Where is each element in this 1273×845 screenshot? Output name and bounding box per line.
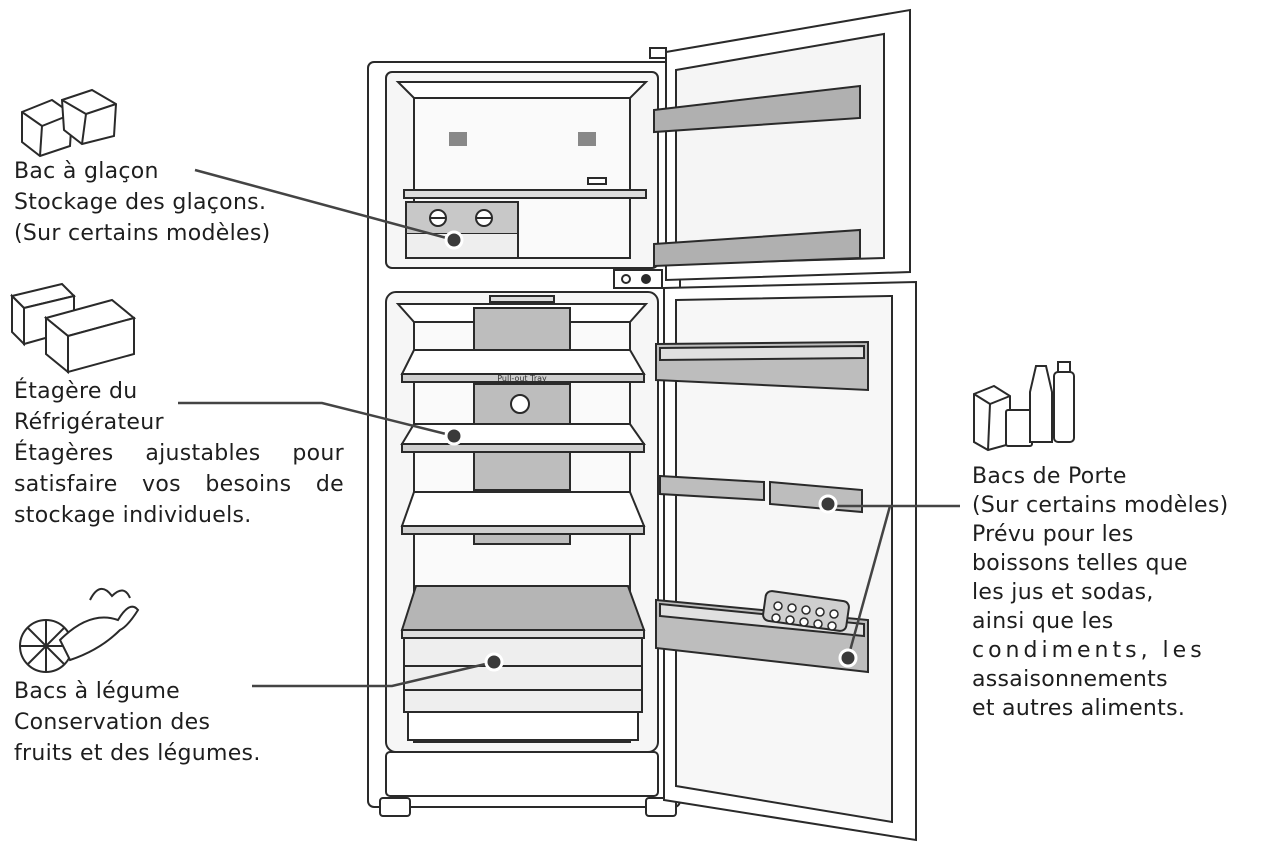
callout-door-bins-line-3: boissons telles que	[972, 549, 1229, 578]
callout-door-bins-line-8: et autres aliments.	[972, 694, 1229, 723]
callout-door-bins: Bacs de Porte (Sur certains modèles) Pré…	[972, 462, 1229, 723]
callout-ice-tray-title: Bac à glaçon	[14, 156, 271, 187]
dot-ice-tray	[446, 232, 462, 248]
ice-tray	[406, 202, 518, 234]
drinks-cartons-icon	[974, 362, 1074, 450]
callout-fridge-shelf-line-2: Réfrigérateur	[14, 407, 344, 438]
dot-door-bin-middle	[820, 496, 836, 512]
dot-fridge-shelf	[446, 428, 462, 444]
callout-fridge-shelf-line-3: Étagères ajustables pour	[14, 438, 344, 469]
storage-boxes-icon	[12, 284, 134, 372]
callout-door-bins-line-1: (Sur certains modèles)	[972, 491, 1229, 520]
callout-fridge-shelf-line-5: stockage individuels.	[14, 500, 344, 531]
fridge-shelf-2	[402, 444, 644, 452]
ice-cubes-icon	[22, 90, 116, 156]
callout-ice-tray-line-2: (Sur certains modèles)	[14, 218, 271, 249]
dot-door-bin-bottom	[840, 650, 856, 666]
callout-door-bins-line-2: Prévu pour les	[972, 520, 1229, 549]
callout-crisper: Bacs à légume Conservation des fruits et…	[14, 676, 261, 769]
callout-fridge-shelf-line-1: Étagère du	[14, 376, 344, 407]
callout-fridge-shelf-line-4: satisfaire vos besoins de	[14, 469, 344, 500]
callout-crisper-line-2: fruits et des légumes.	[14, 738, 261, 769]
callout-fridge-shelf: Étagère du Réfrigérateur Étagères ajusta…	[14, 376, 344, 531]
callout-door-bins-title: Bacs de Porte	[972, 462, 1229, 491]
crisper-cover	[402, 586, 644, 630]
callout-door-bins-line-5: ainsi que les	[972, 607, 1229, 636]
callout-crisper-line-1: Conservation des	[14, 707, 261, 738]
dot-crisper	[486, 654, 502, 670]
callout-crisper-title: Bacs à légume	[14, 676, 261, 707]
callout-door-bins-line-4: les jus et sodas,	[972, 578, 1229, 607]
callout-ice-tray: Bac à glaçon Stockage des glaçons. (Sur …	[14, 156, 271, 249]
callout-door-bins-line-6: condiments, les	[972, 636, 1229, 665]
callout-ice-tray-line-1: Stockage des glaçons.	[14, 187, 271, 218]
fridge-shelf-3	[402, 526, 644, 534]
tray-label: Pull-out Tray	[497, 374, 547, 383]
callout-door-bins-line-7: assaisonnements	[972, 665, 1229, 694]
vegetables-icon	[20, 589, 138, 672]
